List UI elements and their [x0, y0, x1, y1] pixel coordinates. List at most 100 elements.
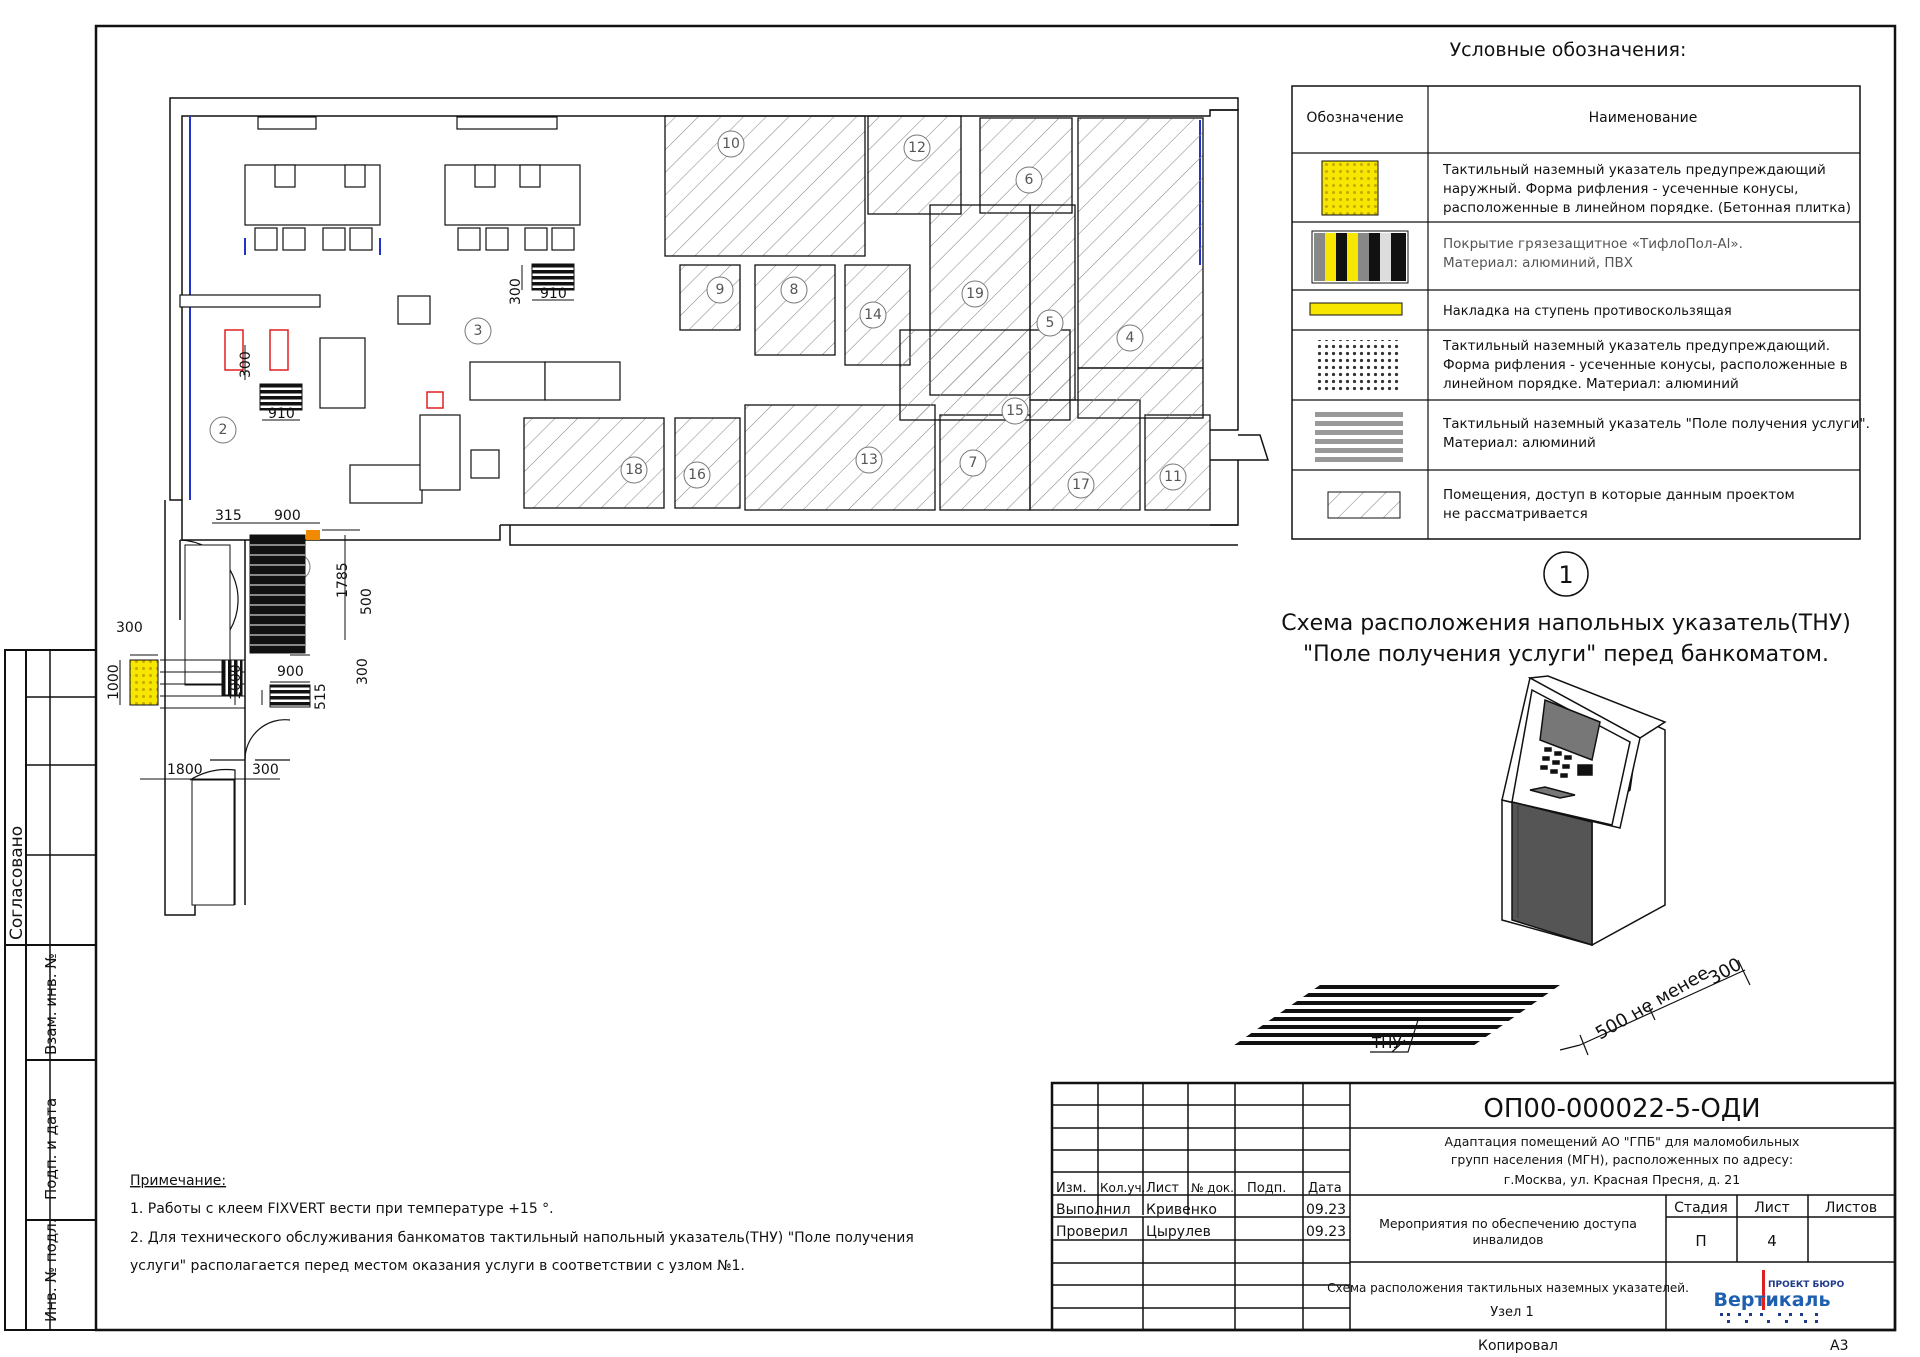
dim-900a: 900: [274, 508, 301, 524]
note-2-line2: услуги" располагается перед местом оказа…: [130, 1258, 745, 1274]
note-1: 1. Работы с клеем FIXVERT вести при темп…: [130, 1201, 554, 1217]
logo-small-text: ПРОЕКТ БЮРО: [1768, 1280, 1845, 1290]
row2-role: Проверил: [1056, 1224, 1128, 1240]
dim-1000b: 1000: [228, 664, 244, 700]
project-line2: групп населения (МГН), расположенных по …: [1451, 1152, 1793, 1167]
legend-row4-line2: Форма рифления - усеченные конусы, распо…: [1443, 357, 1848, 373]
sheet-header: Лист: [1754, 1200, 1789, 1216]
room-7: 7: [969, 455, 978, 471]
dim-910b: 910: [540, 286, 567, 302]
dim-500: 500: [359, 588, 375, 615]
dim-300d: 300: [238, 351, 254, 378]
dim-300b: 300: [116, 620, 143, 636]
measures-line2: инвалидов: [1472, 1232, 1543, 1247]
atm-units: [224, 329, 444, 409]
legend-row5-line2: Материал: алюминий: [1443, 435, 1596, 451]
room-19: 19: [966, 286, 984, 302]
node-title-line1: Схема расположения напольных указатель(Т…: [1281, 611, 1851, 636]
legend-row5-line1: Тактильный наземный указатель "Поле полу…: [1442, 416, 1870, 432]
project-line1: Адаптация помещений АО "ГПБ" для маломоб…: [1445, 1134, 1800, 1149]
dot-grid-icon: [1315, 340, 1401, 392]
note-2-line1: 2. Для технического обслуживания банкома…: [130, 1230, 914, 1246]
stage-header: Стадия: [1674, 1200, 1728, 1216]
room-10: 10: [722, 136, 740, 152]
node-dim-300: 300: [1705, 954, 1745, 989]
row2-date: 09.23: [1306, 1224, 1346, 1240]
copied-label: Копировал: [1478, 1338, 1558, 1354]
atm-illustration: [1501, 675, 1667, 947]
doc-code: ОП00-000022-5-ОДИ: [1483, 1094, 1760, 1124]
legend-col-symbol: Обозначение: [1306, 110, 1403, 126]
legend-row1-line1: Тактильный наземный указатель предупрежд…: [1442, 162, 1826, 178]
outdoor-warning-tile: [129, 659, 159, 706]
scheme-line1: Схема расположения тактильных наземных у…: [1327, 1281, 1689, 1295]
company-logo: ПРОЕКТ БЮРО Вертикаль: [1714, 1270, 1845, 1323]
row1-date: 09.23: [1306, 1202, 1346, 1218]
row1-role: Выполнил: [1056, 1202, 1131, 1218]
scheme-line2: Узел 1: [1490, 1305, 1534, 1320]
dim-1800: 1800: [167, 762, 203, 778]
measures-line1: Мероприятия по обеспечению доступа: [1379, 1216, 1637, 1231]
room-8: 8: [790, 282, 799, 298]
dim-515: 515: [313, 683, 329, 710]
agreed-label: Согласовано: [7, 826, 27, 940]
mud-protection-cover-icon: [1311, 230, 1409, 284]
dim-900b: 900: [277, 664, 304, 680]
floor-plan: 1 2 3 4 5 6 7 8 9 10 11 12 13 14 15 16 1…: [106, 97, 1270, 916]
legend-row1-line3: расположенные в линейном порядке. (Бетон…: [1443, 200, 1851, 216]
dim-910a: 910: [268, 406, 295, 422]
legend-row1-line2: наружный. Форма рифления - усеченные кон…: [1443, 181, 1798, 197]
furniture: [179, 116, 621, 504]
side-stamp: Согласовано Взам. инв. № Подп. и дата Ин…: [4, 649, 97, 1331]
hdr-sign: Подп.: [1247, 1181, 1286, 1196]
yellow-dot-tile-icon: [1321, 160, 1379, 216]
node-title-line2: "Поле получения услуги" перед банкоматом…: [1303, 642, 1829, 667]
room-14: 14: [864, 307, 882, 323]
hatch-icon: [1327, 491, 1401, 519]
yellow-strip-icon: [1309, 302, 1403, 316]
tactile-field-atm-2: [531, 263, 575, 291]
legend-row6-line2: не рассматривается: [1443, 506, 1588, 522]
node-number: 1: [1558, 561, 1573, 589]
dim-1000a: 1000: [106, 664, 122, 700]
room-3: 3: [474, 323, 483, 339]
hdr-list: Лист: [1146, 1181, 1179, 1196]
tnu-label: ТНУ: [1371, 1034, 1402, 1052]
sheet-value: 4: [1767, 1232, 1777, 1250]
legend-row4-line3: линейном порядке. Материал: алюминий: [1443, 376, 1739, 392]
entrance-area: [129, 500, 320, 916]
room-13: 13: [860, 452, 878, 468]
legend-row2-line2: Материал: алюминий, ПВХ: [1443, 255, 1633, 271]
tnu-bars: [1234, 985, 1560, 1045]
tactile-field-atm-1: [259, 383, 303, 411]
room-15: 15: [1006, 403, 1024, 419]
row2-name: Цырулев: [1146, 1224, 1211, 1240]
room-11: 11: [1164, 469, 1182, 485]
hdr-doc: № док.: [1191, 1181, 1234, 1195]
logo-big-text: Вертикаль: [1714, 1289, 1831, 1311]
project-line3: г.Москва, ул. Красная Пресня, д. 21: [1504, 1172, 1740, 1187]
room-5: 5: [1046, 315, 1055, 331]
dim-300c: 300: [252, 762, 279, 778]
dim-300e: 300: [508, 278, 524, 305]
row1-name: Кривенко: [1146, 1202, 1217, 1218]
stage-value: П: [1695, 1232, 1706, 1250]
room-2: 2: [219, 422, 228, 438]
dim-1785: 1785: [335, 562, 351, 598]
hdr-date: Дата: [1308, 1181, 1342, 1196]
legend-col-name: Наименование: [1589, 110, 1698, 126]
legend-title: Условные обозначения:: [1450, 39, 1687, 61]
sheets-header: Листов: [1825, 1200, 1877, 1216]
node-dim-500: 500 не менее: [1592, 963, 1713, 1045]
node-1: 1 Схема расположения напольных указатель…: [1234, 551, 1851, 1056]
legend-row6-line1: Помещения, доступ в которые данным проек…: [1443, 487, 1795, 503]
hdr-izm: Изм.: [1056, 1181, 1087, 1196]
room-12: 12: [908, 140, 926, 156]
format-label: А3: [1830, 1338, 1848, 1354]
notes: Примечание: 1. Работы с клеем FIXVERT ве…: [130, 1173, 914, 1274]
dimensions: [119, 265, 574, 780]
sign-date-label: Подп. и дата: [42, 1098, 60, 1200]
inv-orig-label: Инв. № подл.: [42, 1219, 60, 1322]
legend: Условные обозначения: Обозначение Наимен…: [1291, 39, 1870, 540]
